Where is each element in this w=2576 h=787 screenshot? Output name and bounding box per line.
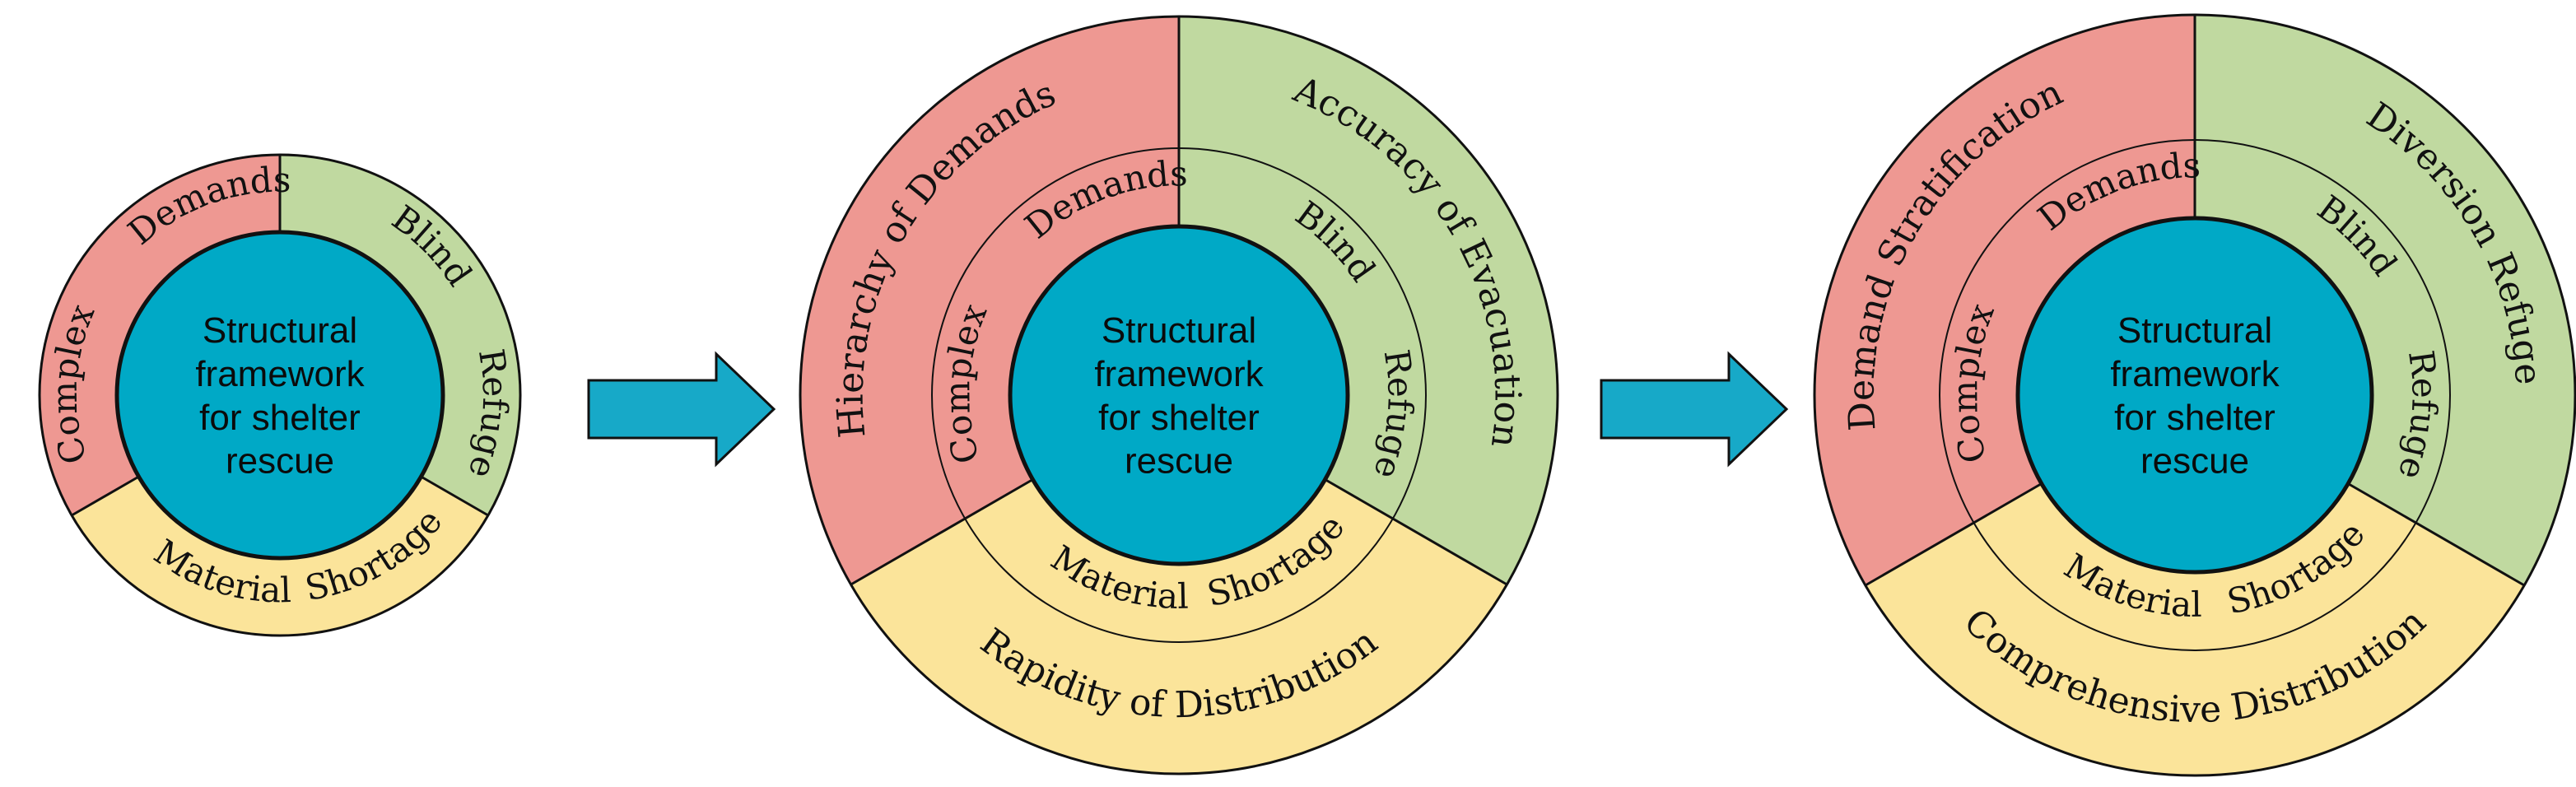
inner-sector-yellow xyxy=(72,477,488,636)
arrow-1-icon xyxy=(587,351,776,468)
center-label-line: for shelter xyxy=(199,398,361,438)
center-label-line: rescue xyxy=(2140,441,2249,482)
center-circle xyxy=(1008,224,1350,566)
arrow-2-icon xyxy=(1600,351,1789,468)
inner-sector-green xyxy=(2195,140,2450,523)
outer-sector-green xyxy=(1179,16,1558,584)
center-label-line: for shelter xyxy=(2114,398,2276,438)
inner-sector-yellow xyxy=(965,479,1393,642)
outer-sector-red xyxy=(799,16,1179,584)
center-label-line: Structural xyxy=(203,310,357,351)
center-circle xyxy=(114,230,445,561)
outer-sector-yellow xyxy=(850,519,1507,774)
center-label-line: Structural xyxy=(2117,310,2272,351)
inner-sector-green xyxy=(280,155,520,515)
inner-sector-green xyxy=(1179,148,1427,519)
inner-sector-red xyxy=(1940,140,2195,523)
center-label-line: framework xyxy=(2110,354,2280,394)
center-circle xyxy=(2015,216,2374,575)
center-label-line: framework xyxy=(1094,354,1264,394)
center-label-line: rescue xyxy=(1125,441,1233,482)
center-label-line: Structural xyxy=(1102,310,1256,351)
center-label-line: for shelter xyxy=(1098,398,1260,438)
center-label-line: framework xyxy=(195,354,365,394)
inner-sector-red xyxy=(932,148,1179,519)
outer-sector-yellow xyxy=(1865,523,2525,775)
center-label-line: rescue xyxy=(226,441,334,482)
inner-sector-red xyxy=(40,155,280,515)
inner-sector-yellow xyxy=(1973,483,2416,650)
